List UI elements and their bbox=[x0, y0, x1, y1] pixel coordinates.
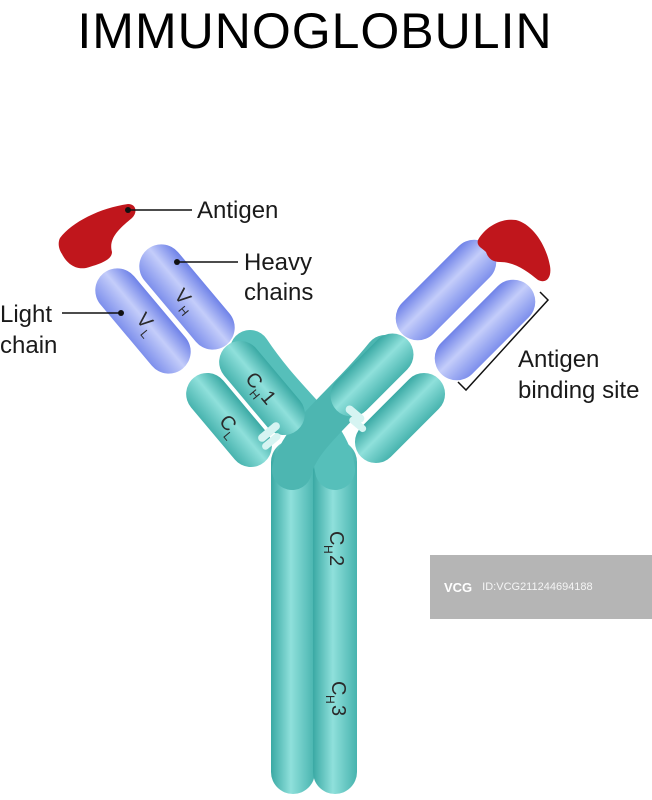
watermark-id: ID:VCG211244694188 bbox=[482, 581, 593, 593]
antigen-left bbox=[58, 204, 136, 269]
vl-domain-right bbox=[434, 279, 536, 381]
disulfide-bond-right-2 bbox=[349, 416, 367, 433]
antigen-label: Antigen bbox=[197, 197, 278, 224]
diagram-title: IMMUNOGLOBULIN bbox=[77, 3, 553, 59]
binding-site-label-line2: binding site bbox=[518, 377, 639, 404]
vh-domain-right bbox=[395, 239, 497, 341]
ch3-main: C bbox=[327, 681, 349, 695]
ch2-num: 2 bbox=[325, 555, 347, 566]
ch3-num: 3 bbox=[327, 705, 349, 716]
binding-site-bracket bbox=[457, 291, 550, 392]
watermark: VCG ID:VCG211244694188 bbox=[430, 555, 652, 619]
disulfide-bond-left bbox=[258, 422, 280, 442]
cl-domain-left bbox=[186, 372, 272, 468]
vh-domain-left bbox=[139, 244, 235, 350]
ch2-domain-label: C H 2 bbox=[321, 531, 347, 566]
heavy-chains-label-line1: Heavy bbox=[244, 249, 312, 276]
heavy-chain-stem-left bbox=[271, 440, 315, 794]
heavy-chains-label-line2: chains bbox=[244, 279, 313, 306]
antigen-right bbox=[477, 219, 551, 282]
disulfide-bond-right bbox=[345, 405, 365, 423]
light-chain-label-line2: chain bbox=[0, 332, 57, 359]
ch1-domain-right bbox=[330, 333, 414, 417]
ch2-main: C bbox=[325, 531, 347, 545]
ch1-domain-left bbox=[219, 340, 305, 436]
light-chain-label-line1: Light bbox=[0, 301, 52, 328]
ch3-domain-label: C H 3 bbox=[323, 681, 349, 716]
disulfide-bond-left-2 bbox=[262, 433, 281, 450]
ch2-sub: H bbox=[321, 545, 335, 554]
binding-site-label-line1: Antigen bbox=[518, 346, 599, 373]
ch3-sub: H bbox=[323, 695, 337, 704]
cl-domain-right bbox=[354, 372, 446, 464]
heavy-chain-stem-right bbox=[313, 440, 357, 794]
vl-domain-left bbox=[95, 268, 191, 374]
watermark-logo: VCG bbox=[444, 579, 473, 595]
